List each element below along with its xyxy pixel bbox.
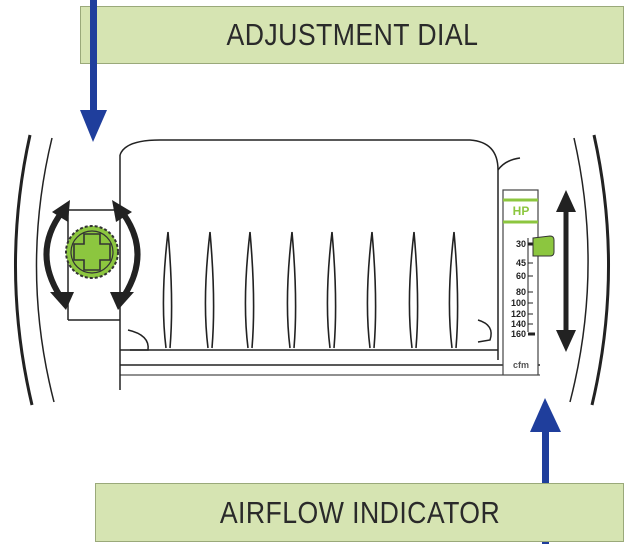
scale-label: 140 [511,319,526,329]
airflow-indicator-label-text: AIRFLOW INDICATOR [219,494,500,530]
scale-label: 30 [516,239,526,249]
hp-badge: HP [513,204,530,218]
scale-label: 60 [516,271,526,281]
scale-label: 100 [511,298,526,308]
rotation-arrowheads [50,200,134,310]
adjustment-dial-label-text: ADJUSTMENT DIAL [226,17,478,52]
vertical-double-arrow [556,190,576,352]
scale-label: 80 [516,287,526,297]
scale-label: 160 [511,329,526,339]
housing [13,134,611,406]
scale-label: 120 [511,309,526,319]
rotation-arrows [43,209,141,299]
louver-fins [162,231,459,349]
indicator-pointer [532,235,555,257]
cfm-unit: cfm [513,360,529,370]
adjustment-dial[interactable] [65,225,119,279]
adjustment-dial-label: ADJUSTMENT DIAL [80,6,624,64]
airflow-indicator-label: AIRFLOW INDICATOR [95,483,624,542]
blue-pointer-arrows [80,0,561,544]
airflow-indicator: HP 30 45 60 80 100 120 140 160 cfm [502,189,555,376]
scale-label: 45 [516,258,526,268]
